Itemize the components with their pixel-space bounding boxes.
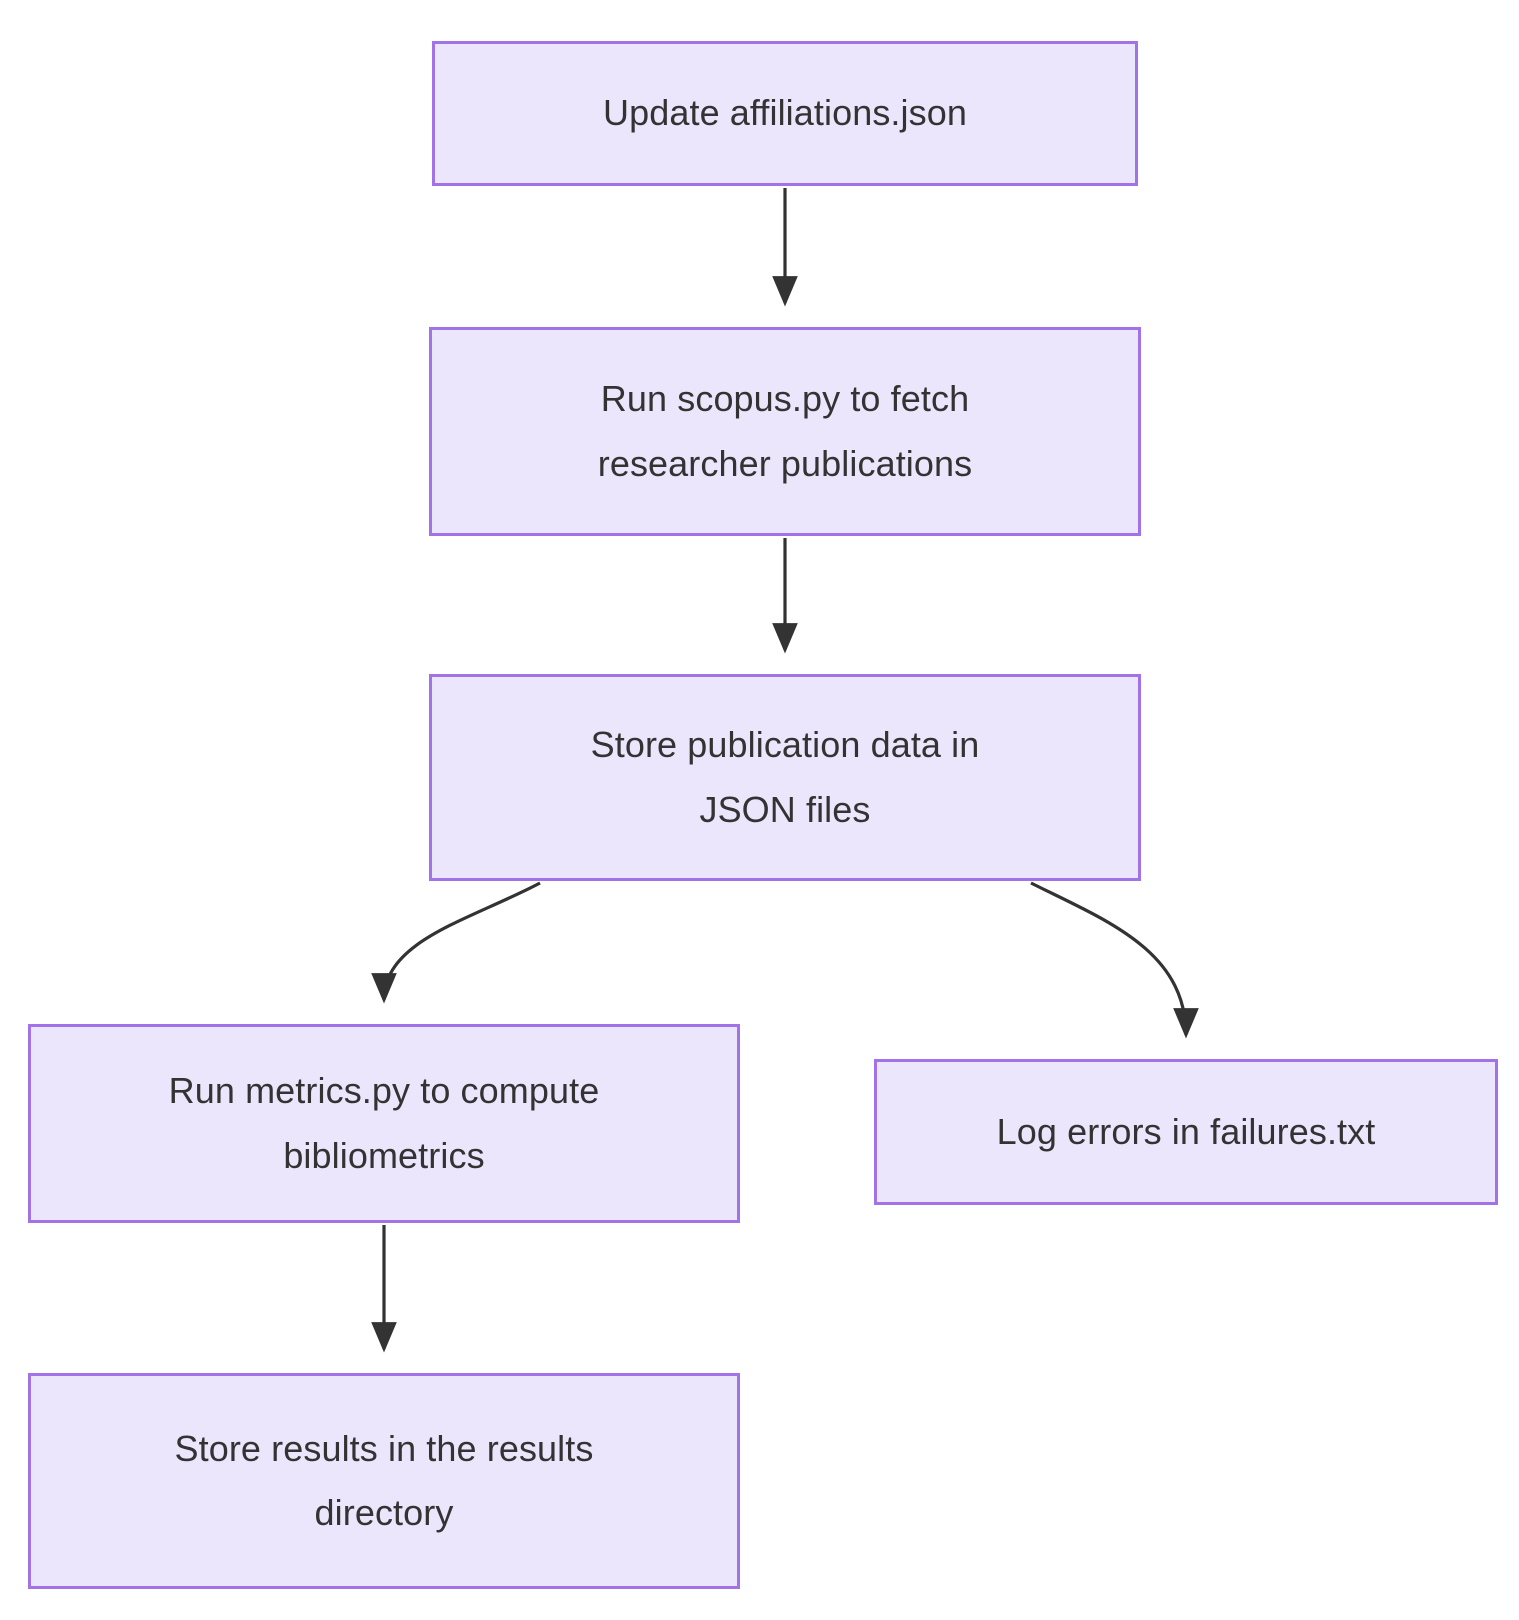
node-log-errors[interactable]: Log errors in failures.txt xyxy=(874,1059,1498,1205)
node-run-scopus[interactable]: Run scopus.py to fetch researcher public… xyxy=(429,327,1141,536)
edge-store-to-metrics xyxy=(371,881,541,1004)
node-update-affiliations[interactable]: Update affiliations.json xyxy=(432,41,1138,186)
node-update-affiliations-label: Update affiliations.json xyxy=(603,92,967,134)
node-run-metrics-label: Run metrics.py to compute bibliometrics xyxy=(168,1070,600,1176)
node-run-metrics[interactable]: Run metrics.py to compute bibliometrics xyxy=(28,1024,740,1223)
node-run-scopus-label: Run scopus.py to fetch researcher public… xyxy=(597,378,973,484)
node-store-publication-data-label: Store publication data in JSON files xyxy=(590,724,980,830)
node-store-results-label: Store results in the results directory xyxy=(174,1427,594,1533)
node-log-errors-label: Log errors in failures.txt xyxy=(996,1110,1376,1152)
node-store-publication-data[interactable]: Store publication data in JSON files xyxy=(429,674,1141,881)
node-store-results[interactable]: Store results in the results directory xyxy=(28,1373,740,1589)
edge-store-to-logerrors xyxy=(1030,881,1199,1039)
